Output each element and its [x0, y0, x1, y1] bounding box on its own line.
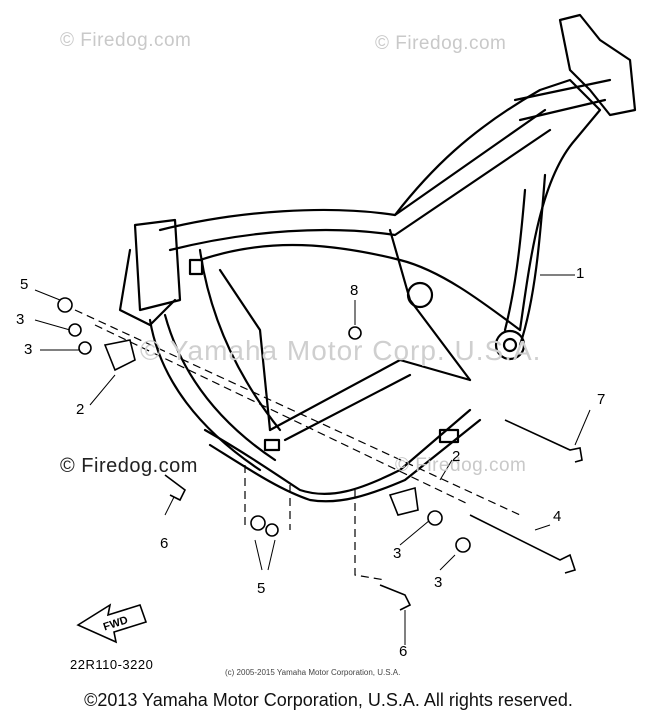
tab-2	[263, 438, 281, 452]
callout-7: 7	[597, 391, 606, 408]
washer-3c	[427, 510, 443, 526]
cross-tube-1	[198, 243, 522, 332]
down-tube-left-2	[163, 313, 277, 462]
cross-tube-2	[268, 358, 472, 432]
rear-crossbar-2	[518, 98, 607, 122]
callout-5a: 5	[20, 276, 29, 293]
frame-top-tube-lower	[168, 128, 552, 252]
callout-2b: 2	[452, 448, 461, 465]
down-tube-left	[148, 318, 262, 472]
down-tube-right	[198, 248, 282, 432]
rear-crossbar	[513, 78, 612, 102]
callout-3d: 3	[434, 574, 443, 591]
callout-3c: 3	[393, 545, 402, 562]
bolt-7	[504, 419, 583, 463]
nut-5c	[265, 523, 279, 537]
callout-6b: 6	[399, 643, 408, 660]
nut-5b	[250, 515, 266, 531]
callout-4: 4	[553, 508, 562, 525]
washer-3b	[78, 341, 92, 355]
small-copyright: (c) 2005-2015 Yamaha Motor Corporation, …	[225, 668, 401, 677]
callout-6a: 6	[160, 535, 169, 552]
cross-tube-4	[218, 268, 272, 432]
watermark-mid-right: © Firedog.com	[395, 455, 527, 476]
frame-top-tube	[158, 108, 547, 232]
head-gusset	[118, 248, 177, 327]
callout-2a: 2	[76, 401, 85, 418]
frame-rear-loop	[393, 78, 602, 332]
bracket-2a	[103, 339, 136, 372]
callout-3b: 3	[24, 341, 33, 358]
watermark-mid-left: © Firedog.com	[60, 455, 198, 477]
callout-1: 1	[576, 265, 585, 282]
engine-mount-boss	[406, 281, 434, 309]
pivot-boss-inner	[502, 337, 518, 353]
callout-5b: 5	[257, 580, 266, 597]
nut-5a	[57, 297, 73, 313]
head-pipe	[133, 218, 182, 312]
bolt-4	[469, 514, 577, 574]
nut-8	[348, 326, 362, 340]
tab-3	[188, 258, 204, 276]
bracket-2b	[388, 486, 419, 516]
frame-rear-strut-2	[518, 173, 547, 347]
watermark-center: © Yamaha Motor Corp. U.S.A.	[140, 335, 542, 366]
tab-1	[438, 428, 460, 444]
washer-3d	[455, 537, 471, 553]
watermark-top-right: © Firedog.com	[375, 33, 507, 54]
part-code: 22R110-3220	[70, 657, 154, 672]
pivot-boss	[494, 329, 526, 361]
bolt-6b	[379, 584, 412, 611]
callout-8: 8	[350, 282, 359, 299]
cradle-lower	[203, 408, 472, 496]
cross-tube-3	[283, 373, 412, 442]
footer-copyright: ©2013 Yamaha Motor Corporation, U.S.A. A…	[84, 690, 573, 710]
bolt-6a	[164, 474, 187, 502]
rear-mount	[558, 13, 637, 117]
washer-3a	[68, 323, 82, 337]
watermark-top-left: © Firedog.com	[60, 30, 192, 51]
callout-3a: 3	[16, 311, 25, 328]
fwd-arrow-icon	[76, 603, 148, 644]
frame-rear-strut	[503, 188, 527, 332]
